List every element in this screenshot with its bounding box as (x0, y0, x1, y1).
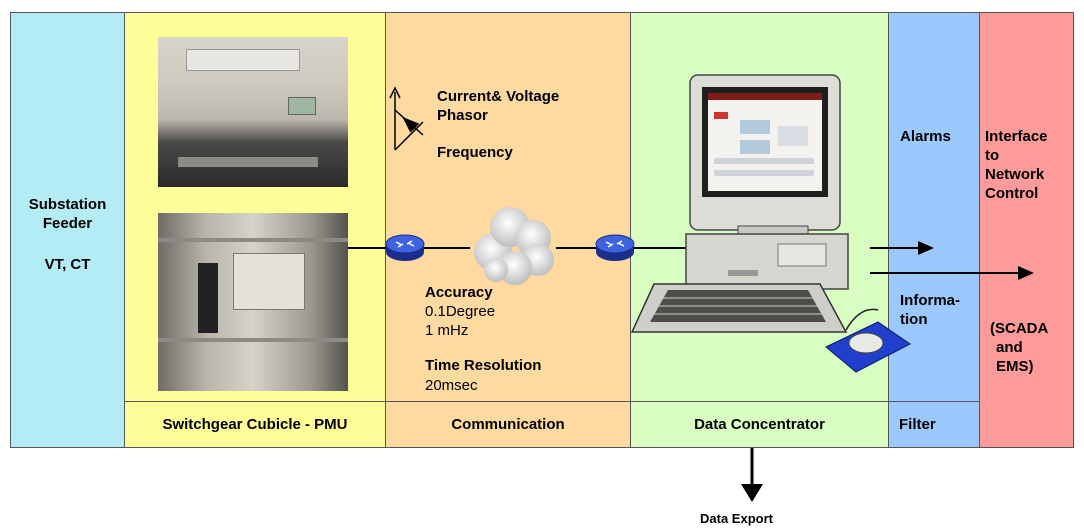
interface-label: Interface to Network Control (985, 128, 1048, 202)
filter-footer: Filter (888, 401, 980, 448)
information-arrow (870, 266, 1034, 280)
computer-icon (630, 74, 911, 373)
router-icon-right (595, 234, 635, 261)
concentrator-footer: Data Concentrator (630, 401, 889, 448)
network-cloud-icon (474, 207, 554, 285)
router-icon-left (385, 234, 425, 261)
information-label: Informa- tion (900, 292, 960, 328)
scada-label: (SCADA and EMS) (990, 320, 1049, 375)
alarms-arrow (870, 241, 934, 255)
time-resolution-value: 20msec (425, 377, 478, 394)
data-export-label: Data Export (700, 511, 773, 526)
time-resolution-label: Time Resolution (425, 357, 542, 374)
data-export-arrow (741, 448, 763, 502)
pmu-cabinet-photo-bottom (158, 213, 348, 391)
substation-subtitle: VT, CT (44, 256, 91, 273)
accuracy-degree: 0.1Degree (425, 303, 496, 320)
filter-column (888, 12, 980, 448)
alarms-label: Alarms (900, 128, 951, 145)
substation-title: Substation Feeder (28, 196, 107, 232)
communication-footer: Communication (385, 401, 631, 448)
interface-column (979, 12, 1074, 448)
accuracy-frequency: 1 mHz (425, 322, 469, 339)
pmu-cabinet-photo-top (158, 37, 348, 187)
accuracy-label: Accuracy (425, 284, 493, 301)
switchgear-footer: Switchgear Cubicle - PMU (124, 401, 386, 448)
phasor-icon (389, 86, 424, 151)
substation-column (10, 12, 125, 448)
phasor-label: Current& Voltage Phasor (437, 88, 560, 124)
frequency-label: Frequency (437, 144, 513, 161)
